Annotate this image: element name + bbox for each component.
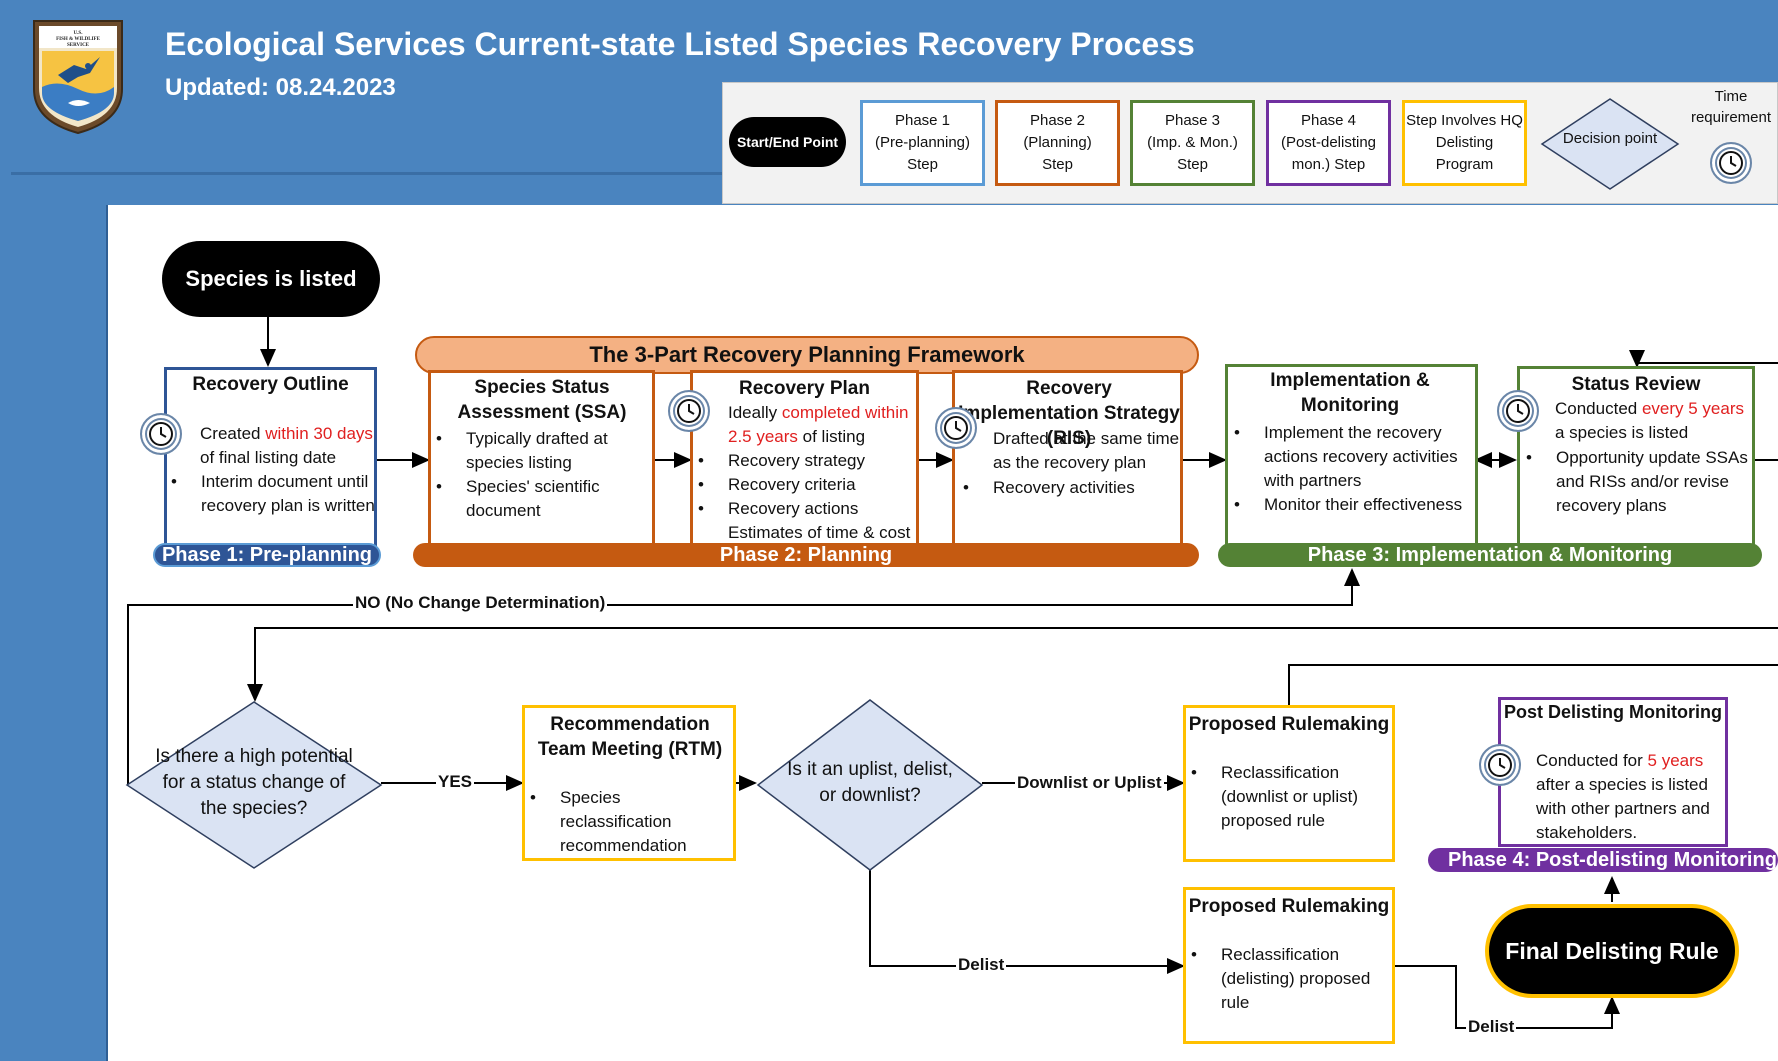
legend-phase3: Phase 3 (Imp. & Mon.) Step bbox=[1130, 100, 1255, 186]
proposed-rulemaking-uplist-title: Proposed Rulemaking bbox=[1188, 714, 1390, 735]
svg-text:FISH & WILDLIFE: FISH & WILDLIFE bbox=[56, 37, 100, 42]
phase4-bar: Phase 4: Post-delisting Monitoring bbox=[1428, 848, 1778, 872]
status-review-title: Status Review bbox=[1571, 374, 1701, 395]
delist-label: Delist bbox=[956, 955, 1007, 975]
recovery-plan-title: Recovery Plan bbox=[739, 378, 870, 399]
post-delisting-title: Post Delisting Monitoring bbox=[1504, 702, 1722, 722]
clock-icon bbox=[140, 413, 182, 455]
page-title: Ecological Services Current-state Listed… bbox=[165, 26, 1195, 62]
phase1-bar: Phase 1: Pre-planning bbox=[153, 543, 381, 567]
legend-decision-label: Decision point bbox=[1562, 130, 1658, 147]
proposed-rulemaking-delist-title: Proposed Rulemaking bbox=[1188, 896, 1390, 917]
ssa-bullets: Typically drafted at species listing Spe… bbox=[428, 427, 653, 523]
list-item: Typically drafted at species listing bbox=[436, 427, 653, 475]
legend-phase1: Phase 1 (Pre-planning) Step bbox=[860, 100, 985, 186]
legend-start-end: Start/End Point bbox=[729, 117, 846, 167]
list-item: Opportunity update SSAs and RISs and/or … bbox=[1526, 446, 1754, 518]
clock-icon bbox=[668, 390, 710, 432]
status-review-text: Conducted every 5 years a species is lis… bbox=[1555, 399, 1744, 442]
framework-title: The 3-Part Recovery Planning Framework bbox=[415, 336, 1199, 374]
clock-icon bbox=[1479, 744, 1521, 786]
list-item: Monitor their effectiveness bbox=[1234, 493, 1476, 517]
proposed-rulemaking-delist-bullets: Reclassification (delisting) proposed ru… bbox=[1183, 943, 1393, 1015]
ris-text: Drafted at the same time as the recovery… bbox=[993, 429, 1180, 472]
final-delisting-rule: Final Delisting Rule bbox=[1485, 904, 1739, 998]
start-species-listed: Species is listed bbox=[162, 241, 380, 317]
ssa-title: Species Status Assessment (SSA) bbox=[457, 377, 627, 423]
ris-title: Recovery Implementation Strategy (RIS) bbox=[958, 378, 1180, 449]
clock-icon bbox=[1497, 390, 1539, 432]
legend-hq: Step Involves HQ Delisting Program bbox=[1402, 100, 1527, 186]
yes-label: YES bbox=[436, 772, 475, 792]
recovery-plan-text: Ideally completed within 2.5 years of li… bbox=[728, 403, 909, 446]
decision-status-change bbox=[125, 701, 383, 869]
list-item: Recovery strategy bbox=[698, 449, 918, 473]
updated-date: Updated: 08.24.2023 bbox=[165, 74, 396, 101]
list-item: Interim document until recovery plan is … bbox=[171, 470, 375, 518]
phase3-bar: Phase 3: Implementation & Monitoring bbox=[1218, 543, 1762, 567]
proposed-rulemaking-delist-box bbox=[1183, 887, 1395, 1044]
post-delisting-text: Conducted for 5 years after a species is… bbox=[1536, 751, 1710, 842]
list-item: Species' scientific document bbox=[436, 475, 653, 523]
decision-list-type bbox=[756, 699, 984, 871]
downlist-uplist-label: Downlist or Uplist bbox=[1015, 773, 1164, 793]
implementation-title: Implementation & Monitoring bbox=[1270, 370, 1430, 416]
no-change-label: NO (No Change Determination) bbox=[353, 593, 608, 613]
clock-icon bbox=[935, 407, 977, 449]
recovery-plan-bullets: Recovery strategy Recovery criteria Reco… bbox=[690, 449, 918, 539]
list-item: Recovery criteria bbox=[698, 473, 918, 497]
phase2-bar: Phase 2: Planning bbox=[413, 543, 1199, 567]
left-sidebar bbox=[0, 205, 106, 1061]
fws-logo: U.S. FISH & WILDLIFE SERVICE bbox=[28, 17, 128, 135]
decision-list-type-text: Is it an uplist, delist, or downlist? bbox=[787, 759, 953, 806]
proposed-rulemaking-uplist-bullets: Reclassification (downlist or uplist) pr… bbox=[1183, 761, 1393, 833]
list-item: Reclassification (delisting) proposed ru… bbox=[1191, 943, 1393, 1015]
legend-clock-icon bbox=[1710, 142, 1752, 184]
recovery-outline-text: Created within 30 days of final listing … bbox=[200, 424, 373, 467]
post-delisting-box bbox=[1498, 697, 1728, 847]
list-item: Recovery activities bbox=[963, 476, 1181, 500]
list-item: Implement the recovery actions recovery … bbox=[1234, 421, 1476, 493]
recovery-outline-bullets: Interim document until recovery plan is … bbox=[163, 470, 375, 518]
rtm-bullets: Species reclassification recommendation bbox=[522, 786, 734, 858]
decision-status-change-text: Is there a high potential for a status c… bbox=[155, 746, 353, 819]
legend-decision-diamond bbox=[1540, 98, 1680, 190]
ris-bullets: Recovery activities bbox=[955, 476, 1181, 500]
list-item: Species reclassification recommendation bbox=[530, 786, 734, 858]
implementation-bullets: Implement the recovery actions recovery … bbox=[1226, 421, 1476, 517]
legend-phase2: Phase 2 (Planning) Step bbox=[995, 100, 1120, 186]
legend-phase4: Phase 4 (Post-delisting mon.) Step bbox=[1266, 100, 1391, 186]
list-item: Estimates of time & cost bbox=[728, 521, 918, 539]
svg-text:SERVICE: SERVICE bbox=[67, 43, 90, 48]
list-item: Reclassification (downlist or uplist) pr… bbox=[1191, 761, 1393, 833]
status-review-bullets: Opportunity update SSAs and RISs and/or … bbox=[1518, 446, 1754, 518]
recovery-outline-title: Recovery Outline bbox=[192, 374, 349, 395]
rtm-title: Recommendation Team Meeting (RTM) bbox=[537, 714, 723, 760]
delist-label-2: Delist bbox=[1466, 1017, 1517, 1037]
svg-text:U.S.: U.S. bbox=[74, 31, 84, 36]
sidebar-divider bbox=[106, 205, 108, 1061]
legend-time-label: Time requirement bbox=[1690, 88, 1772, 126]
list-item: Recovery actions bbox=[698, 497, 918, 521]
